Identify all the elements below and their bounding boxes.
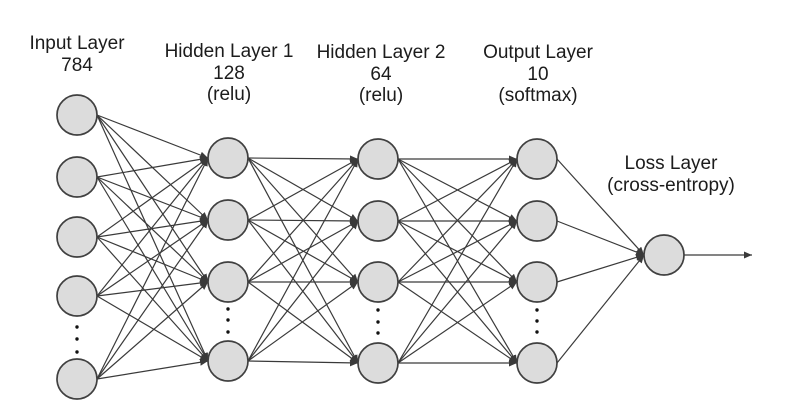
ellipsis-dot bbox=[376, 308, 380, 312]
connection-edge bbox=[96, 217, 209, 238]
connection-edge bbox=[397, 158, 518, 283]
output-layer-node bbox=[516, 342, 558, 384]
hidden-layer-2: Hidden Layer 264(relu) bbox=[317, 42, 446, 384]
hidden-layer-1-node bbox=[207, 340, 249, 382]
hidden-layer-1-node bbox=[207, 137, 249, 179]
ellipsis-dot bbox=[226, 318, 230, 322]
connection-edge bbox=[247, 359, 359, 367]
loss-layer-label-line-1: Loss Layer bbox=[625, 153, 719, 174]
connection-edge bbox=[247, 158, 359, 362]
connection-edge bbox=[247, 220, 359, 362]
output-layer-node bbox=[516, 138, 558, 180]
connection-edge bbox=[556, 220, 645, 256]
output-layer-node bbox=[516, 261, 558, 303]
connection-edge bbox=[556, 158, 645, 256]
connection-edge bbox=[397, 158, 518, 364]
hidden-layer-1-label-line-1: Hidden Layer 1 bbox=[165, 41, 294, 62]
ellipsis-dot bbox=[376, 320, 380, 324]
hidden-layer-2-label-line-1: Hidden Layer 2 bbox=[317, 42, 446, 63]
hidden-layer-2-node bbox=[357, 261, 399, 303]
loss-layer-node bbox=[643, 234, 685, 276]
connection-edge bbox=[96, 157, 209, 297]
hidden-layer-2-node bbox=[357, 138, 399, 180]
hidden-layer-1-label-line-2: 128 bbox=[213, 63, 245, 84]
connection-edge bbox=[397, 220, 518, 283]
hidden-layer-2-node bbox=[357, 200, 399, 242]
input-layer-node bbox=[56, 94, 98, 136]
connection-edge bbox=[247, 281, 359, 362]
loss-layer-label-line-2: (cross-entropy) bbox=[607, 175, 735, 196]
hidden-layer-2-node bbox=[357, 342, 399, 384]
ellipsis-dot bbox=[75, 325, 79, 329]
connection-edge bbox=[96, 114, 209, 362]
connection-edge bbox=[96, 157, 209, 380]
connection-edge bbox=[96, 295, 209, 362]
input-layer-node bbox=[56, 216, 98, 258]
connection-edge bbox=[96, 176, 209, 221]
connection-edge bbox=[556, 254, 645, 283]
connection-edge bbox=[96, 279, 209, 297]
ellipsis-dot bbox=[535, 308, 539, 312]
input-layer-label-line-2: 784 bbox=[61, 55, 93, 76]
ellipsis-dot bbox=[226, 307, 230, 311]
ellipsis-dot bbox=[376, 331, 380, 335]
input-layer-node bbox=[56, 156, 98, 198]
connection-edge bbox=[397, 220, 518, 364]
connection-edge bbox=[247, 158, 359, 221]
connection-edge bbox=[247, 158, 359, 283]
hidden-layer-1-label-line-3: (relu) bbox=[207, 84, 251, 105]
connection-edge bbox=[96, 219, 209, 380]
hidden-layer-1-node bbox=[207, 261, 249, 303]
input-layer-node bbox=[56, 275, 98, 317]
connection-edge bbox=[96, 114, 209, 159]
connection-edge bbox=[247, 155, 359, 163]
connection-edge bbox=[96, 219, 209, 297]
connection-edge bbox=[96, 176, 209, 283]
ellipsis-dot bbox=[75, 350, 79, 354]
ellipsis-dot bbox=[535, 330, 539, 334]
hidden-layer-1-node bbox=[207, 199, 249, 241]
ellipsis-dot bbox=[75, 337, 79, 341]
connection-edge bbox=[96, 358, 209, 380]
connection-edge bbox=[247, 281, 359, 364]
connection-edge bbox=[96, 157, 209, 238]
connection-edge bbox=[247, 220, 359, 283]
connection-edge bbox=[96, 155, 209, 178]
output-layer-label-line-2: 10 bbox=[527, 64, 548, 85]
output-layer-node bbox=[516, 200, 558, 242]
connection-edge bbox=[96, 236, 209, 283]
connection-edge bbox=[556, 254, 645, 364]
ellipsis-dot bbox=[226, 330, 230, 334]
loss-layer: Loss Layer(cross-entropy) bbox=[607, 153, 735, 276]
output-layer-label-line-1: Output Layer bbox=[483, 42, 594, 63]
output-layer-label-line-3: (softmax) bbox=[498, 85, 577, 106]
ellipsis-dot bbox=[535, 319, 539, 323]
hidden-layer-2-label-line-3: (relu) bbox=[359, 85, 403, 106]
connection-edge bbox=[397, 281, 518, 364]
connection-edge bbox=[96, 281, 209, 380]
edges-group bbox=[96, 114, 752, 380]
hidden-layer-2-label-line-2: 64 bbox=[370, 64, 392, 85]
input-layer-node bbox=[56, 358, 98, 400]
connection-edge bbox=[397, 158, 518, 222]
input-layer-label-line-1: Input Layer bbox=[29, 33, 125, 54]
